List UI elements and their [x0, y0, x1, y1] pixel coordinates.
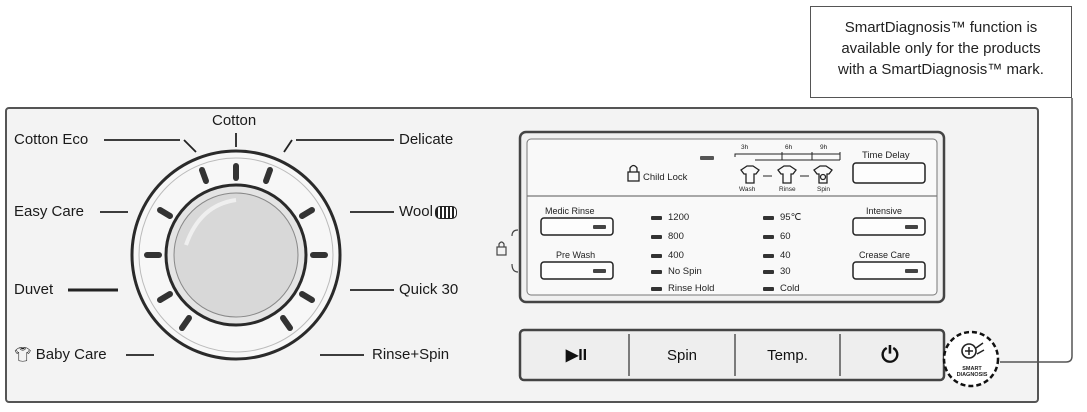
intensive-label: Intensive	[866, 206, 903, 216]
intensive-button[interactable]	[852, 217, 926, 236]
temp-value-60: 60	[780, 231, 791, 242]
program-cotton-eco: Cotton Eco	[14, 131, 89, 148]
stage-wash-label: Wash	[739, 186, 756, 193]
crease-care-label: Crease Care	[859, 250, 911, 260]
program-delicate: Delicate	[399, 131, 454, 148]
program-dial[interactable]	[130, 149, 342, 361]
temp-value-cold: Cold	[780, 283, 800, 294]
time-delay-button[interactable]	[852, 162, 926, 184]
child-lock-indicator	[700, 156, 714, 160]
spin-indicator-bars	[651, 216, 662, 291]
stage-rinse-label: Rinse	[779, 186, 796, 193]
callout-line-2: available only for the products	[841, 40, 1041, 57]
stage-time-6h: 6h	[785, 144, 793, 151]
program-baby-care: 👕︎Baby Care	[14, 346, 107, 363]
wash-shirt-icon	[740, 165, 760, 184]
stage-time-9h: 9h	[820, 144, 828, 151]
program-quick-30: Quick 30	[399, 281, 459, 298]
spin-button[interactable]: Spin	[666, 346, 698, 364]
lock-icon	[627, 164, 640, 182]
spin-value-1200: 1200	[668, 212, 690, 223]
stage-progress-bar	[734, 152, 841, 161]
program-duvet: Duvet	[14, 281, 54, 298]
smart-diagnosis-logo	[942, 330, 1000, 388]
temp-value-95: 95℃	[780, 212, 802, 223]
child-lock-label: Child Lock	[643, 172, 688, 183]
dial-tick-marks	[144, 163, 328, 331]
smart-diagnosis-callout: SmartDiagnosis™ function is available on…	[810, 6, 1072, 98]
temp-button[interactable]: Temp.	[767, 346, 808, 364]
program-leader-lines	[68, 133, 394, 356]
rinse-shirt-icon	[777, 165, 797, 184]
baby-shirt-icon: 👕︎	[14, 346, 32, 362]
medic-rinse-button[interactable]	[540, 217, 614, 236]
program-rinse-spin: Rinse+Spin	[372, 346, 450, 363]
program-cotton: Cotton	[212, 112, 257, 129]
stage-time-3h: 3h	[741, 144, 749, 151]
smart-diagnosis-logo-text: SMART DIAGNOSIS	[956, 366, 988, 378]
button-bar-dividers	[628, 334, 841, 376]
crease-care-button[interactable]	[852, 261, 926, 280]
start-pause-button[interactable]: ▶II	[565, 347, 588, 364]
pre-wash-label: Pre Wash	[556, 250, 596, 260]
callout-line-1: SmartDiagnosis™ function is	[844, 19, 1038, 36]
time-delay-label: Time Delay	[862, 150, 910, 161]
spin-value-800: 800	[668, 231, 684, 242]
temp-indicator-bars	[763, 216, 774, 291]
spin-value-no-spin: No Spin	[668, 266, 702, 277]
pre-wash-button[interactable]	[540, 261, 614, 280]
wool-mark-icon	[434, 205, 457, 219]
callout-line-3: with a SmartDiagnosis™ mark.	[838, 61, 1044, 78]
medic-rinse-label: Medic Rinse	[545, 206, 595, 216]
stage-spin-label: Spin	[817, 186, 831, 193]
power-button[interactable]: ⏻	[881, 342, 899, 367]
display-screen	[526, 138, 938, 296]
spin-value-400: 400	[668, 250, 684, 261]
side-lock-icon	[496, 229, 519, 273]
temp-value-30: 30	[780, 266, 791, 277]
callout-connector	[1000, 98, 1073, 363]
spin-shirt-icon	[813, 165, 833, 184]
spin-value-rinse-hold: Rinse Hold	[668, 283, 715, 294]
program-wool: Wool	[399, 203, 457, 220]
program-easy-care: Easy Care	[14, 203, 85, 220]
temp-value-40: 40	[780, 250, 791, 261]
